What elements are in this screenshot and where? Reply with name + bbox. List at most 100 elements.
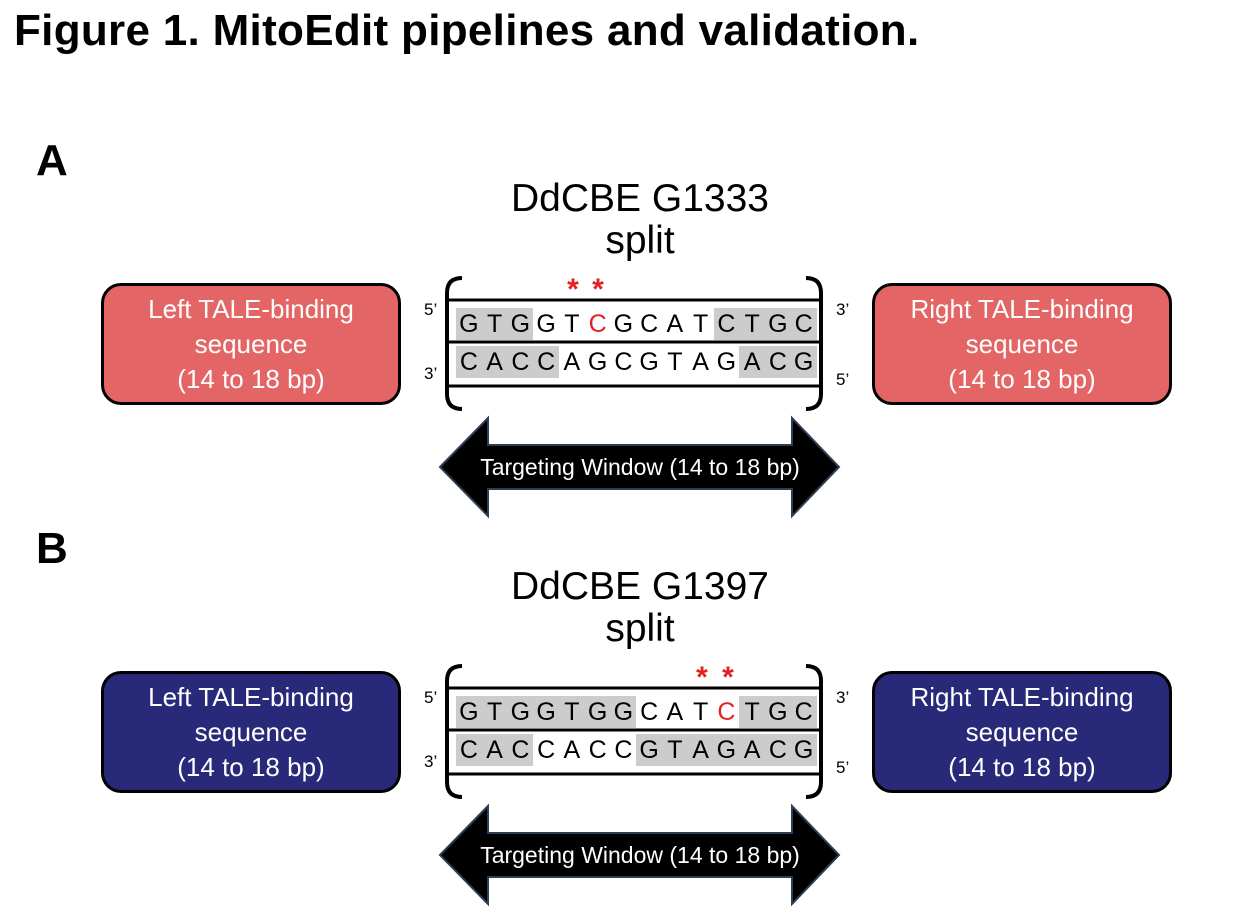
base-bottom-6: C — [614, 348, 633, 376]
base-top-11: T — [739, 308, 765, 340]
bottom-strand-end-label-a: 5’ — [836, 370, 850, 389]
bottom-strand-end-label-b: 5’ — [836, 758, 850, 777]
base-top-11: T — [739, 696, 765, 728]
left-tale-b-line3: (14 to 18 bp) — [177, 751, 325, 782]
base-top-3: G — [536, 310, 556, 338]
right-tale-a-line1: Right TALE-binding — [910, 293, 1134, 324]
edit-star-a-1: * — [567, 273, 579, 306]
panel-title-b-line1: DdCBE G1397 — [511, 565, 769, 608]
base-top-9: T — [692, 310, 709, 338]
base-bottom-1: A — [481, 734, 508, 766]
targeting-window-label-a: Targeting Window (14 to 18 bp) — [480, 454, 800, 480]
edit-star-b-1: * — [696, 661, 708, 694]
base-top-5: C — [588, 310, 607, 338]
base-bottom-9: A — [687, 734, 714, 766]
base-top-4: T — [559, 696, 585, 728]
base-bottom-6: C — [614, 736, 633, 764]
base-bottom-8: T — [662, 734, 688, 766]
top-strand-end-label-b: 3’ — [836, 688, 850, 707]
left-tale-b-line2: sequence — [194, 716, 308, 747]
left-tale-a-line3: (14 to 18 bp) — [177, 363, 325, 394]
base-top-2: G — [507, 696, 534, 728]
base-bottom-11: A — [739, 346, 765, 378]
base-bottom-10: G — [716, 348, 737, 376]
targeting-window-label-b: Targeting Window (14 to 18 bp) — [480, 842, 800, 868]
base-top-6: G — [610, 696, 637, 728]
base-bottom-7: G — [636, 734, 662, 766]
top-strand-start-label-b: 5’ — [424, 688, 438, 707]
base-bottom-4: A — [563, 348, 581, 376]
base-top-2: G — [507, 308, 534, 340]
base-bottom-3: C — [537, 736, 556, 764]
base-top-3: G — [533, 696, 559, 728]
left-tale-b-line1: Left TALE-binding — [148, 681, 354, 712]
base-top-7: C — [640, 698, 659, 726]
panel-title-a: DdCBE G1333 split — [440, 178, 840, 262]
bottom-strand-start-label-b: 3’ — [424, 752, 438, 771]
targeting-window-arrow-b — [438, 803, 841, 906]
panel-title-a-line2: split — [605, 219, 675, 262]
base-top-1: T — [481, 696, 508, 728]
base-top-8: A — [666, 698, 684, 726]
base-top-6: G — [613, 310, 634, 338]
right-tale-box-a: Right TALE-binding sequence (14 to 18 bp… — [872, 283, 1172, 405]
base-bottom-12: C — [765, 734, 791, 766]
base-bottom-11: A — [739, 734, 765, 766]
base-bottom-3: C — [533, 346, 559, 378]
base-top-13: C — [790, 696, 817, 728]
base-bottom-12: C — [765, 346, 791, 378]
left-tale-box-b: Left TALE-binding sequence (14 to 18 bp) — [101, 671, 401, 793]
base-bottom-0: C — [456, 346, 482, 378]
base-top-1: T — [481, 308, 508, 340]
base-bottom-9: A — [692, 348, 709, 376]
left-tale-a-line1: Left TALE-binding — [148, 293, 354, 324]
base-top-12: G — [765, 308, 791, 340]
base-bottom-13: G — [790, 346, 817, 378]
left-tale-box-a: Left TALE-binding sequence (14 to 18 bp) — [101, 283, 401, 405]
figure-title: Figure 1. MitoEdit pipelines and validat… — [14, 6, 920, 55]
right-tale-box-b: Right TALE-binding sequence (14 to 18 bp… — [872, 671, 1172, 793]
base-top-10: C — [717, 698, 736, 726]
base-bottom-1: A — [481, 346, 508, 378]
base-top-0: G — [456, 696, 482, 728]
base-top-8: A — [666, 310, 684, 338]
base-top-9: T — [692, 698, 709, 726]
base-bottom-5: C — [588, 736, 607, 764]
base-bottom-4: A — [563, 736, 581, 764]
base-top-4: T — [564, 310, 580, 338]
base-bottom-2: C — [507, 734, 534, 766]
base-top-7: C — [640, 310, 659, 338]
bottom-strand-start-label-a: 3’ — [424, 364, 438, 383]
top-strand-start-label-a: 5’ — [424, 300, 438, 319]
edit-star-a-2: * — [592, 273, 604, 306]
base-top-10: C — [713, 308, 740, 340]
base-top-12: G — [765, 696, 791, 728]
targeting-window-arrow-a — [438, 415, 841, 519]
base-bottom-10: G — [713, 734, 740, 766]
top-strand-end-label-a: 3’ — [836, 300, 850, 319]
base-bottom-0: C — [456, 734, 482, 766]
right-tale-b-line3: (14 to 18 bp) — [948, 751, 1096, 782]
panel-title-b: DdCBE G1397 split — [440, 566, 840, 650]
base-bottom-13: G — [790, 734, 817, 766]
base-bottom-2: C — [507, 346, 534, 378]
right-tale-b-line1: Right TALE-binding — [910, 681, 1134, 712]
base-bottom-7: G — [639, 348, 659, 376]
base-top-13: C — [790, 308, 817, 340]
base-bottom-5: G — [587, 348, 608, 376]
right-tale-a-line3: (14 to 18 bp) — [948, 363, 1096, 394]
panel-title-b-line2: split — [605, 607, 675, 650]
right-tale-b-line2: sequence — [965, 716, 1079, 747]
panel-title-a-line1: DdCBE G1333 — [511, 177, 769, 220]
panel-letter-a: A — [36, 136, 68, 185]
right-tale-a-line2: sequence — [965, 328, 1079, 359]
base-bottom-8: T — [667, 348, 683, 376]
left-tale-a-line2: sequence — [194, 328, 308, 359]
edit-star-b-2: * — [722, 661, 734, 694]
base-top-5: G — [584, 696, 611, 728]
base-top-0: G — [456, 308, 482, 340]
